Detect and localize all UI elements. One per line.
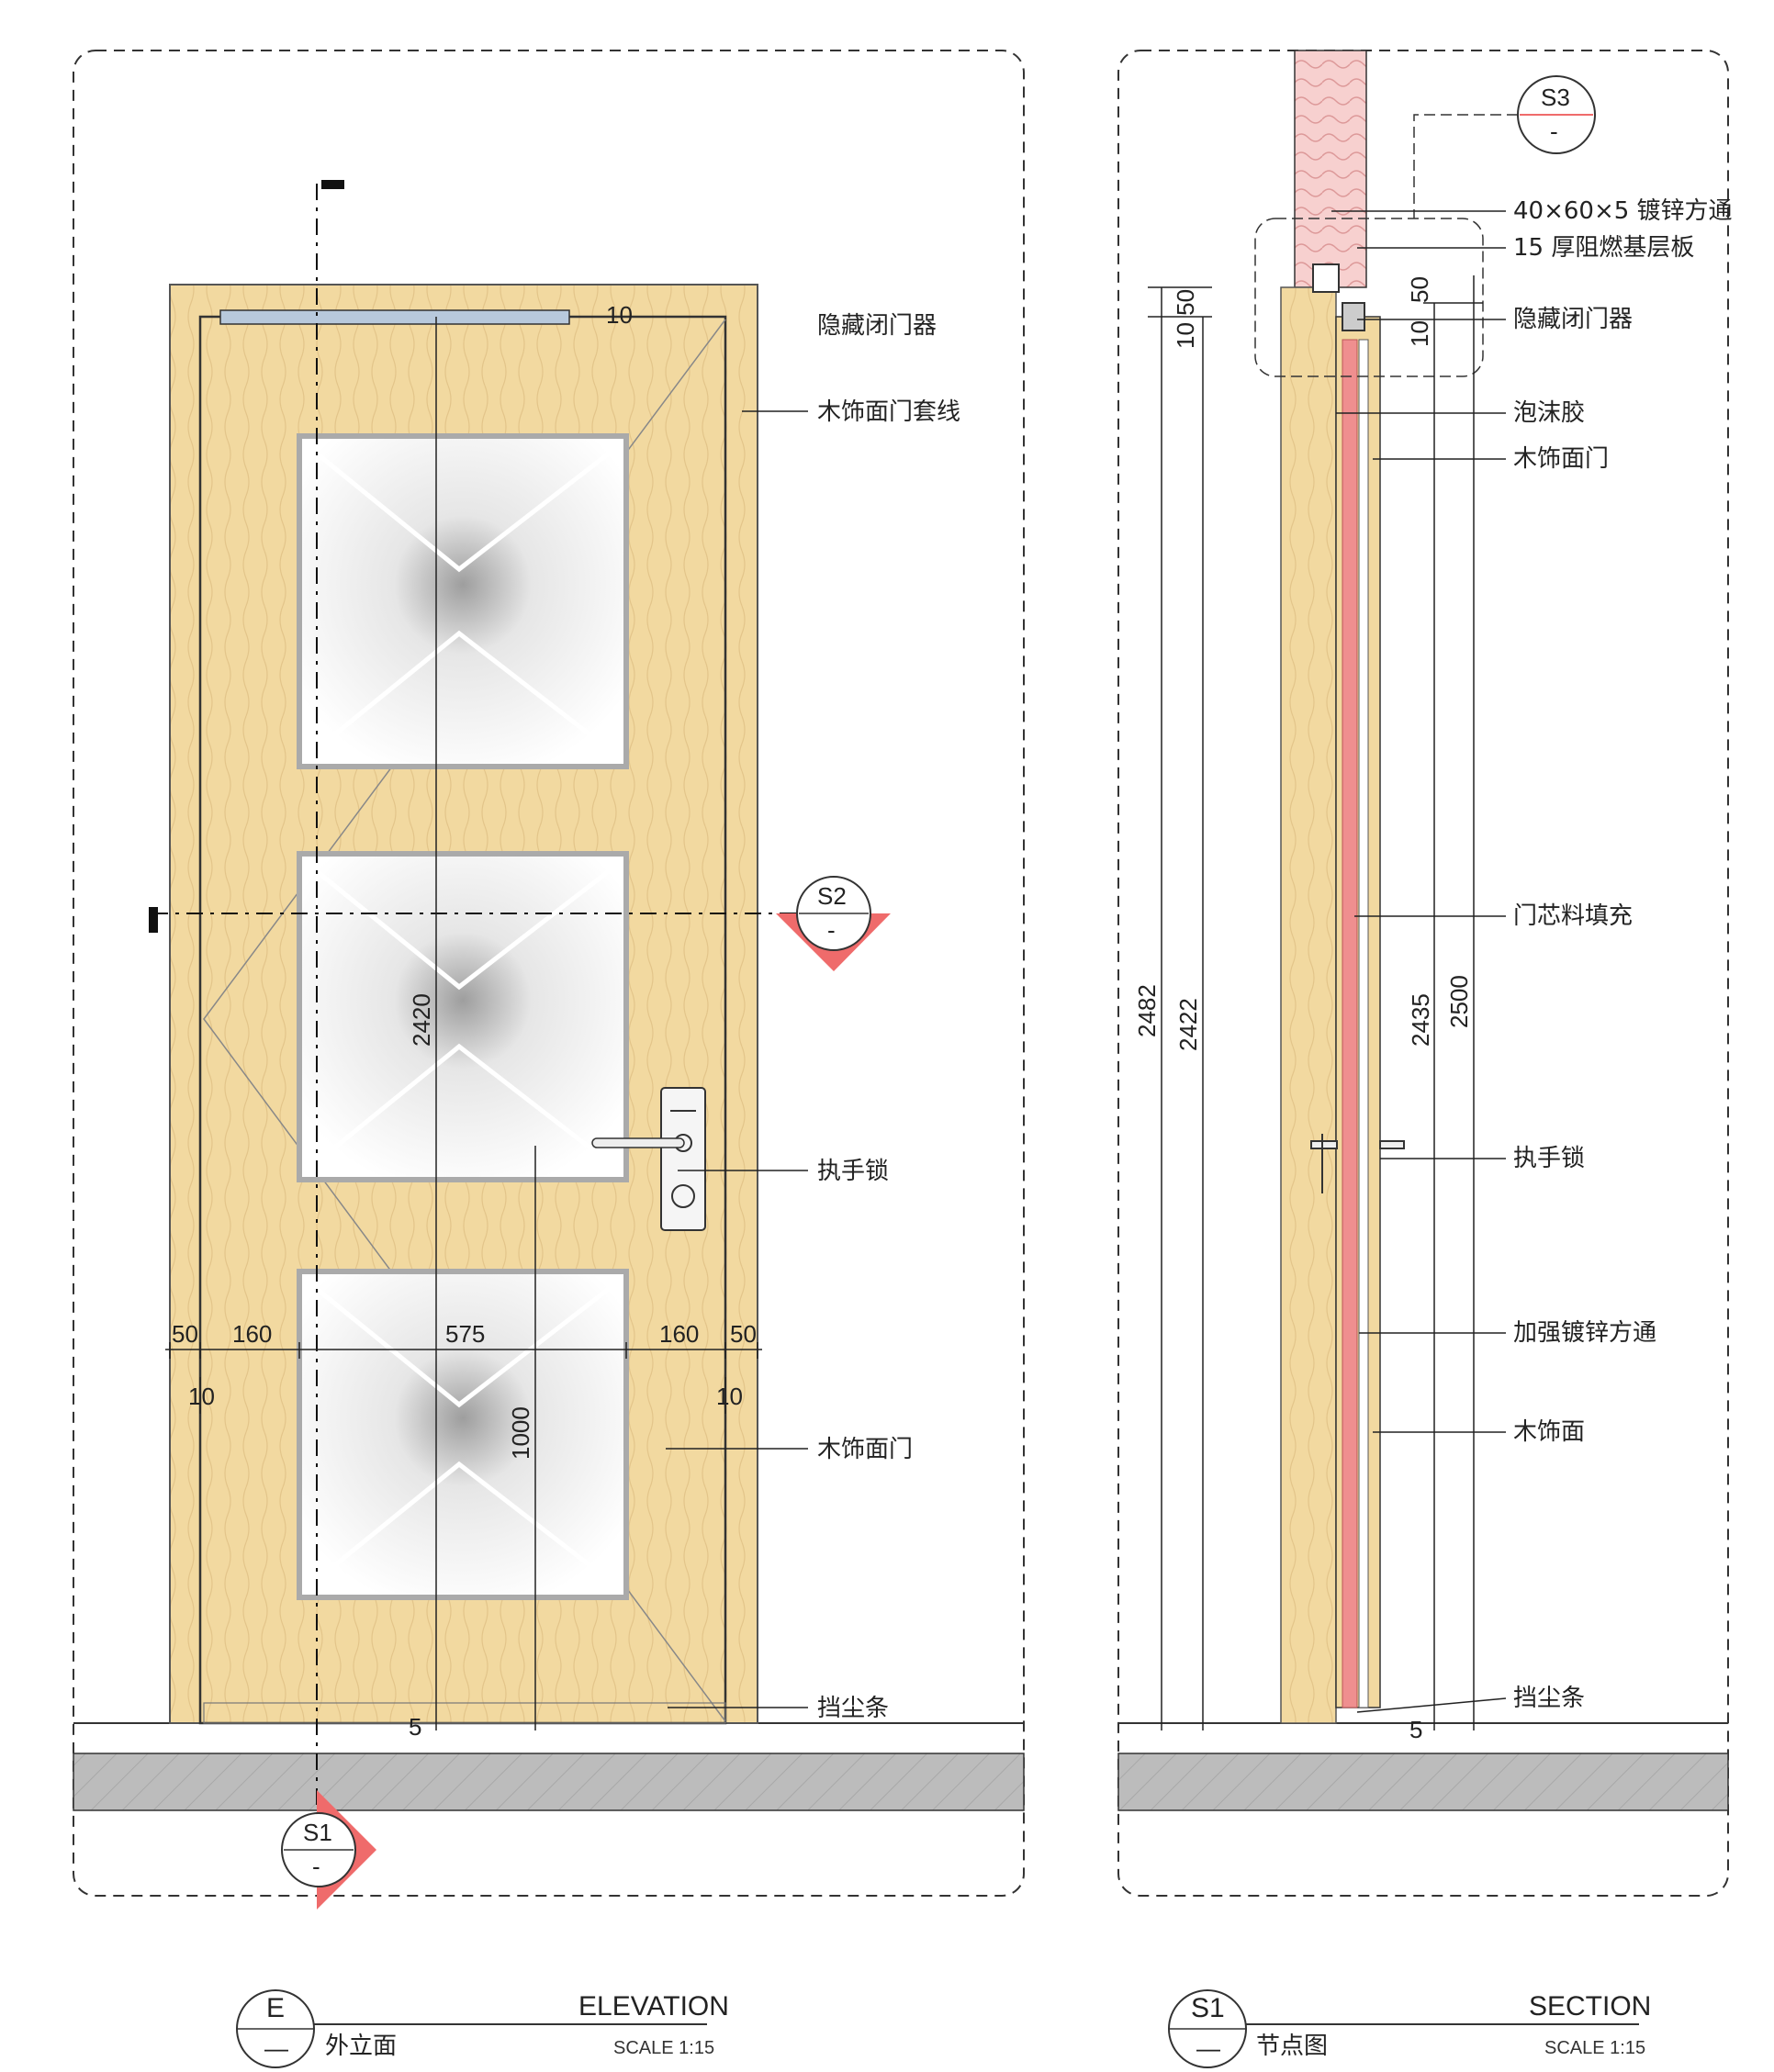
s2-label: S2: [817, 882, 847, 910]
elevation-title-en: ELEVATION: [578, 1991, 729, 2022]
elevation-title-cn: 外立面: [325, 2033, 397, 2060]
section-marker-s3: S3 -: [1413, 75, 1596, 218]
section-leaders: [1331, 210, 1507, 1713]
dim-575: 575: [445, 1320, 485, 1348]
section-label-reinforce: 加强镀锌方通: [1513, 1319, 1656, 1347]
dim-160-left: 160: [232, 1320, 272, 1348]
section-label-core: 门芯料填充: [1513, 902, 1633, 930]
s3-label: S3: [1541, 84, 1570, 111]
section-tag-letter: S1: [1191, 1993, 1225, 2023]
elevation-title-block: E — ELEVATION 外立面 SCALE 1:15: [236, 1989, 729, 2068]
elevation-tag-letter: E: [266, 1993, 285, 2023]
section-cut-lines: [149, 180, 808, 1827]
label-dust: 挡尘条: [817, 1695, 889, 1722]
glass-panel-bottom: [297, 1269, 629, 1600]
galvanized-tube: [1312, 263, 1340, 293]
elevation-scale: SCALE 1:15: [613, 2038, 714, 2058]
section-floor: [1117, 1722, 1729, 1811]
section-label-foam: 泡沫胶: [1513, 399, 1585, 427]
section-dim-10: 10: [1406, 320, 1433, 347]
section-lever-handles: [1310, 1134, 1405, 1193]
dim-160-right: 160: [659, 1320, 699, 1348]
label-door: 木饰面门: [817, 1436, 913, 1463]
label-closer: 隐藏闭门器: [817, 312, 937, 340]
elevation-leaders: [666, 410, 808, 1708]
elevation-dimension-lines: [165, 317, 762, 1730]
section-label-lock: 执手锁: [1513, 1145, 1585, 1172]
elevation-floor: [73, 1722, 1025, 1811]
lever-lock-hardware: [591, 1087, 706, 1231]
dim-10-left: 10: [188, 1383, 215, 1410]
section-door-core: [1342, 339, 1358, 1708]
section-label-veneer: 木饰面: [1513, 1418, 1585, 1446]
glass-panel-top: [297, 433, 629, 769]
section-dim-2435: 2435: [1407, 993, 1434, 1047]
section-dim-50: 50: [1406, 276, 1433, 303]
glass-panel-middle: [297, 851, 629, 1182]
section-dimension-lines: [1148, 275, 1483, 1730]
section-title-en: SECTION: [1529, 1991, 1651, 2022]
section-closer: [1342, 302, 1365, 331]
dim-50-left: 50: [172, 1320, 198, 1348]
section-label-dust: 挡尘条: [1513, 1685, 1585, 1712]
section-title-cn: 节点图: [1256, 2033, 1328, 2060]
section-dim-10-50: 10 50: [1172, 289, 1199, 349]
section-scale: SCALE 1:15: [1544, 2038, 1645, 2058]
section-tag-sub: —: [1196, 2034, 1220, 2062]
section-dim-5: 5: [1409, 1716, 1422, 1743]
label-lock: 执手锁: [817, 1158, 889, 1185]
section-dim-2482: 2482: [1133, 984, 1161, 1037]
concealed-closer-bar: [219, 309, 570, 325]
section-marker-s1: S1 -: [281, 1790, 376, 1910]
section-label-board: 15 厚阻燃基层板: [1513, 234, 1694, 262]
elevation-tag-sub: —: [264, 2034, 288, 2062]
label-casing: 木饰面门套线: [817, 398, 960, 426]
section-label-tube: 40×60×5 镀锌方通: [1513, 197, 1733, 225]
wall-insulation: [1294, 50, 1367, 288]
dim-2420: 2420: [408, 993, 435, 1047]
s1-sub: -: [312, 1853, 320, 1880]
dim-1000: 1000: [507, 1406, 534, 1460]
s3-sub: -: [1550, 118, 1558, 145]
section-marker-s2: S2 -: [776, 876, 891, 971]
section-label-door: 木饰面门: [1513, 445, 1609, 473]
dim-10-top: 10: [606, 301, 633, 329]
dust-strip: [203, 1702, 726, 1724]
section-casing-jamb: [1280, 286, 1337, 1724]
section-dim-2500: 2500: [1445, 975, 1473, 1028]
dim-50-right: 50: [730, 1320, 757, 1348]
elevation-frame: [73, 50, 1025, 1897]
s2-sub: -: [827, 916, 836, 944]
detail-callout-box: [1254, 218, 1484, 377]
section-dim-2422: 2422: [1174, 998, 1202, 1051]
s1-label: S1: [303, 1819, 332, 1846]
section-door-core-2: [1358, 339, 1369, 1708]
section-frame: [1117, 50, 1729, 1897]
section-label-closer: 隐藏闭门器: [1513, 306, 1633, 333]
section-title-block: S1 — SECTION 节点图 SCALE 1:15: [1168, 1989, 1651, 2068]
dim-10-right: 10: [716, 1383, 743, 1410]
dim-5-elev: 5: [409, 1713, 421, 1741]
